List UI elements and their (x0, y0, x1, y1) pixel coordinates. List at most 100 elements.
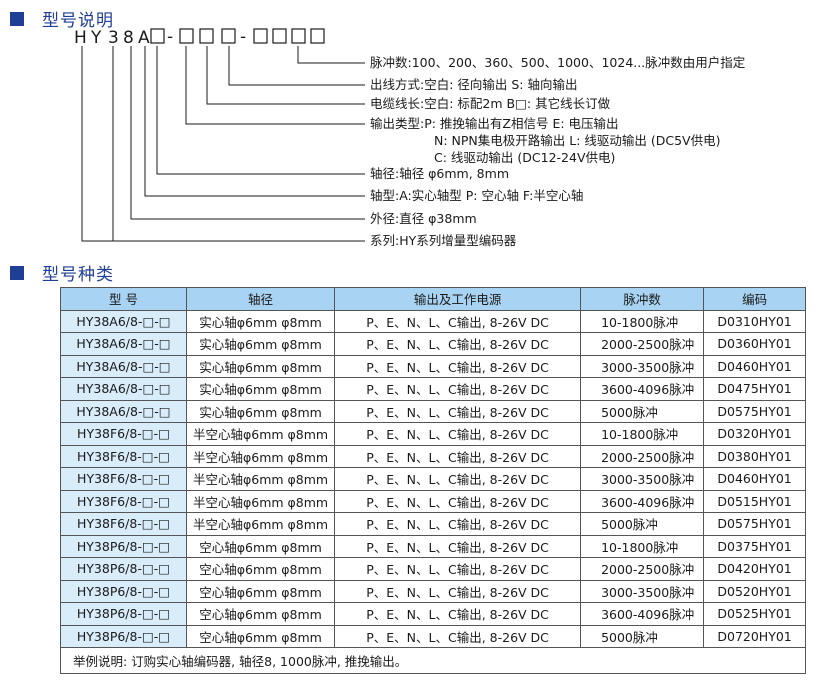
square-bullet-icon (10, 265, 24, 280)
code-char: 8 (123, 28, 134, 48)
cell-pulse-count: 2000-2500脉冲 (580, 332, 705, 356)
cell-model: HY38F6/8-□-□ (60, 512, 187, 536)
cell-model: HY38A6/8-□-□ (60, 399, 187, 423)
header-code: 编码 (703, 287, 807, 311)
connector-shaft-dia (156, 46, 365, 175)
cell-pulse-count: 10-1800脉冲 (580, 422, 705, 446)
cell-code: D0575HY01 (703, 399, 807, 423)
cell-code: D0575HY01 (703, 512, 807, 536)
cell-model: HY38A6/8-□-□ (60, 354, 187, 378)
cell-shaft-diameter: 半空心轴φ6mm φ8mm (185, 489, 336, 513)
table-note-row: 举例说明: 订购实心轴编码器, 轴径8, 1000脉冲, 推挽输出。 (59, 647, 807, 674)
cell-model: HY38F6/8-□-□ (60, 467, 187, 491)
code-box (221, 28, 236, 44)
explain-output-type-2: N: NPN集电极开路输出 L: 线驱动输出 (DC5V供电) (434, 133, 720, 148)
cell-shaft-diameter: 空心轴φ6mm φ8mm (185, 557, 336, 581)
cell-model: HY38A6/8-□-□ (60, 332, 187, 356)
cell-pulse-count: 2000-2500脉冲 (580, 557, 705, 581)
cell-pulse-count: 3000-3500脉冲 (580, 354, 705, 378)
code-box (179, 28, 194, 44)
cell-shaft-diameter: 半空心轴φ6mm φ8mm (185, 467, 336, 491)
cell-code: D0420HY01 (703, 557, 807, 581)
explain-shaft-diameter: 轴径:轴径 φ6mm, 8mm (370, 166, 509, 181)
cell-pulse-count: 3600-4096脉冲 (580, 602, 705, 626)
connector-outer-dia (130, 46, 365, 220)
cell-code: D0515HY01 (703, 489, 807, 513)
cell-pulse-count: 2000-2500脉冲 (580, 444, 705, 468)
section-header-model-description: 型号说明 (10, 6, 114, 31)
cell-shaft-diameter: 实心轴φ6mm φ8mm (185, 332, 336, 356)
cell-output-power: P、E、N、L、C输出, 8-26V DC (334, 602, 582, 626)
cell-shaft-diameter: 空心轴φ6mm φ8mm (185, 624, 336, 648)
explain-output-type-3: C: 线驱动输出 (DC12-24V供电) (434, 150, 615, 165)
cell-shaft-diameter: 空心轴φ6mm φ8mm (185, 602, 336, 626)
code-box (253, 28, 268, 44)
cell-pulse-count: 5000脉冲 (580, 512, 705, 536)
cell-output-power: P、E、N、L、C输出, 8-26V DC (334, 557, 582, 581)
connector-shaft-type (144, 46, 365, 197)
explain-outer-diameter: 外径:直径 φ38mm (370, 211, 477, 226)
cell-output-power: P、E、N、L、C输出, 8-26V DC (334, 422, 582, 446)
cell-output-power: P、E、N、L、C输出, 8-26V DC (334, 534, 582, 558)
cell-code: D0720HY01 (703, 624, 807, 648)
header-shaft-diameter: 轴径 (185, 287, 336, 311)
section-title: 型号说明 (42, 11, 114, 31)
cell-model: HY38F6/8-□-□ (60, 422, 187, 446)
explain-pulse-count: 脉冲数:100、200、360、500、1000、1024...脉冲数由用户指定 (370, 55, 745, 70)
cell-shaft-diameter: 半空心轴φ6mm φ8mm (185, 444, 336, 468)
cell-output-power: P、E、N、L、C输出, 8-26V DC (334, 309, 582, 333)
model-code: H Y 3 8 A - - (74, 27, 325, 48)
model-table: 型 号 轴径 输出及工作电源 脉冲数 编码 HY38A6/8-□-□实心轴φ6m… (59, 287, 807, 674)
connector-lines (81, 46, 365, 242)
cell-pulse-count: 10-1800脉冲 (580, 534, 705, 558)
table-header-row: 型 号 轴径 输出及工作电源 脉冲数 编码 (60, 287, 807, 311)
cell-output-power: P、E、N、L、C输出, 8-26V DC (334, 579, 582, 603)
cell-code: D0320HY01 (703, 422, 807, 446)
code-char: H (74, 28, 87, 48)
cell-code: D0310HY01 (703, 309, 807, 333)
explain-shaft-type: 轴型:A:实心轴型 P: 空心轴 F:半空心轴 (370, 188, 583, 203)
cell-pulse-count: 5000脉冲 (580, 624, 705, 648)
cell-model: HY38P6/8-□-□ (60, 602, 187, 626)
cell-code: D0460HY01 (703, 467, 807, 491)
square-bullet-icon (10, 11, 24, 26)
cell-output-power: P、E、N、L、C输出, 8-26V DC (334, 512, 582, 536)
cell-shaft-diameter: 实心轴φ6mm φ8mm (185, 399, 336, 423)
cell-pulse-count: 5000脉冲 (580, 399, 705, 423)
cell-output-power: P、E、N、L、C输出, 8-26V DC (334, 467, 582, 491)
section-title: 型号种类 (42, 265, 114, 285)
cell-code: D0380HY01 (703, 444, 807, 468)
explain-output-type: 输出类型:P: 推挽输出有Z相信号 E: 电压输出 (370, 116, 619, 131)
cell-shaft-diameter: 空心轴φ6mm φ8mm (185, 579, 336, 603)
cell-shaft-diameter: 实心轴φ6mm φ8mm (185, 354, 336, 378)
cell-shaft-diameter: 实心轴φ6mm φ8mm (185, 377, 336, 401)
code-char: 3 (108, 28, 119, 48)
connector-cable (206, 46, 365, 105)
cell-pulse-count: 3600-4096脉冲 (580, 377, 705, 401)
cell-model: HY38P6/8-□-□ (60, 557, 187, 581)
example-note: 举例说明: 订购实心轴编码器, 轴径8, 1000脉冲, 推挽输出。 (59, 647, 807, 674)
header-output-power: 输出及工作电源 (334, 287, 582, 311)
code-box (291, 28, 306, 44)
cell-shaft-diameter: 半空心轴φ6mm φ8mm (185, 512, 336, 536)
cell-output-power: P、E、N、L、C输出, 8-26V DC (334, 354, 582, 378)
cell-output-power: P、E、N、L、C输出, 8-26V DC (334, 399, 582, 423)
cell-shaft-diameter: 空心轴φ6mm φ8mm (185, 534, 336, 558)
code-box (310, 28, 325, 44)
cell-model: HY38F6/8-□-□ (60, 444, 187, 468)
cell-code: D0360HY01 (703, 332, 807, 356)
code-box (272, 28, 287, 44)
cell-code: D0460HY01 (703, 354, 807, 378)
explain-outlet-mode: 出线方式:空白: 径向输出 S: 轴向输出 (370, 77, 578, 92)
cell-pulse-count: 3000-3500脉冲 (580, 579, 705, 603)
